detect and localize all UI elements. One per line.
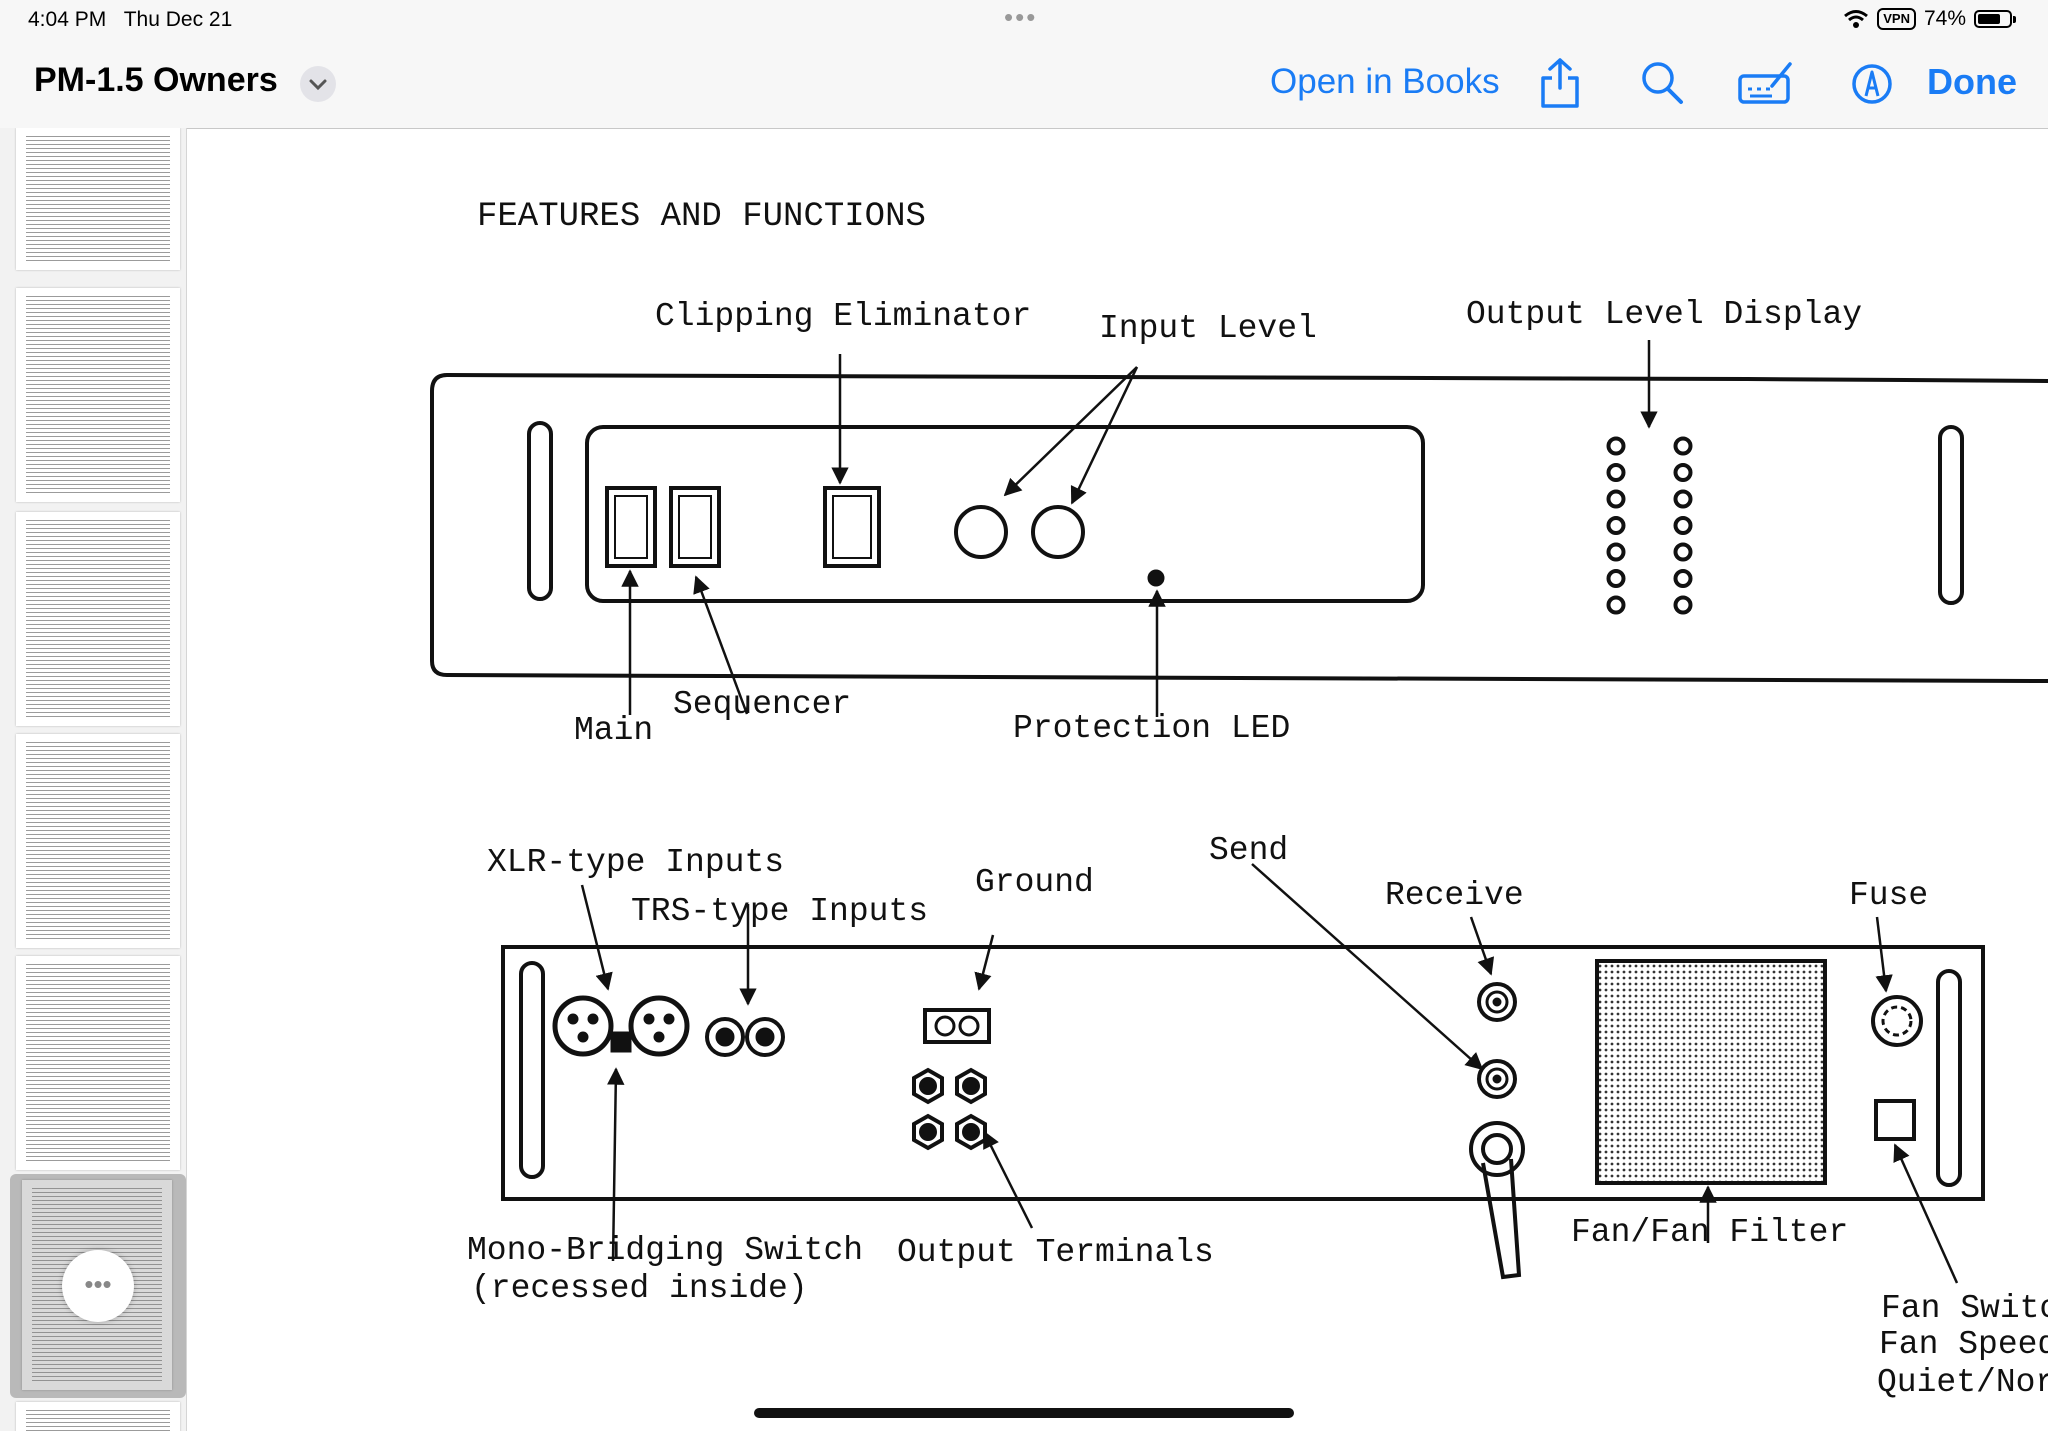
status-time: 4:04 PM Thu Dec 21 xyxy=(28,8,233,31)
label-fan-filter: Fan/Fan Filter xyxy=(1571,1214,1848,1251)
page-thumbnail-sidebar[interactable]: ••• xyxy=(0,128,187,1431)
status-bar: 4:04 PM Thu Dec 21 ••• VPN 74% xyxy=(0,0,2048,42)
output-level-led xyxy=(1673,542,1693,562)
battery-icon xyxy=(1974,10,2016,28)
output-level-led xyxy=(1673,436,1693,456)
more-options-button[interactable]: ••• xyxy=(62,1250,134,1322)
sequencer-switch xyxy=(669,486,721,568)
xlr-input-1 xyxy=(552,995,614,1057)
front-handle-left xyxy=(527,421,553,601)
power-cord xyxy=(1481,1158,1522,1280)
document-page[interactable]: FEATURES AND FUNCTIONS Clipping Eliminat… xyxy=(187,129,2048,1431)
label-mono-bridging-switch: Mono-Bridging Switch xyxy=(467,1232,863,1269)
rear-handle-left xyxy=(519,961,545,1179)
page-thumbnail[interactable] xyxy=(16,1402,180,1431)
label-sequencer: Sequencer xyxy=(673,686,851,723)
input-level-knob-1 xyxy=(954,505,1008,559)
battery-percent: 74% xyxy=(1923,7,1966,30)
label-fuse: Fuse xyxy=(1849,877,1928,914)
output-terminals xyxy=(912,1067,987,1151)
label-fan-speed: Fan Speed xyxy=(1879,1326,2048,1363)
output-level-led xyxy=(1606,516,1626,535)
label-ground: Ground xyxy=(975,864,1094,901)
search-icon[interactable] xyxy=(1640,56,1686,113)
label-receive: Receive xyxy=(1385,877,1524,914)
label-mono-bridging-recessed: (recessed inside) xyxy=(471,1270,808,1307)
label-input-level: Input Level xyxy=(1099,310,1317,347)
fan-filter-grille xyxy=(1595,959,1827,1185)
front-arrows xyxy=(621,340,1658,717)
markup-icon[interactable] xyxy=(1736,56,1794,113)
status-right: VPN 74% xyxy=(1843,7,2016,31)
label-trs-inputs: TRS-type Inputs xyxy=(631,893,928,930)
input-level-knob-2 xyxy=(1031,505,1085,559)
label-quiet-normal: Quiet/Nor xyxy=(1877,1364,2048,1401)
status-date: Thu Dec 21 xyxy=(123,8,233,31)
output-level-led xyxy=(1606,436,1626,456)
output-level-led xyxy=(1606,542,1626,562)
page-thumbnail[interactable] xyxy=(16,128,180,270)
done-button[interactable]: Done xyxy=(1927,61,2017,102)
document-title[interactable]: PM-1.5 Owners xyxy=(34,61,278,99)
label-clipping-eliminator: Clipping Eliminator xyxy=(655,298,1031,335)
vpn-badge: VPN xyxy=(1877,8,1916,30)
power-cord-strain-relief xyxy=(1469,1121,1525,1177)
output-level-led xyxy=(1673,489,1693,509)
open-in-books-button[interactable]: Open in Books xyxy=(1270,62,1500,101)
main-switch xyxy=(605,486,657,568)
page-thumbnail[interactable] xyxy=(16,734,180,948)
features-diagram: FEATURES AND FUNCTIONS Clipping Eliminat… xyxy=(430,198,2048,1401)
output-level-led xyxy=(1606,463,1626,482)
chevron-down-icon[interactable] xyxy=(300,66,336,102)
front-handle-right xyxy=(1938,425,1964,605)
label-output-terminals: Output Terminals xyxy=(897,1234,1214,1271)
annotate-icon[interactable] xyxy=(1850,56,1894,115)
page-thumbnail[interactable] xyxy=(16,512,180,726)
fan-switch xyxy=(1874,1099,1916,1141)
output-level-led xyxy=(1673,569,1693,588)
label-send: Send xyxy=(1209,832,1288,869)
label-xlr-inputs: XLR-type Inputs xyxy=(487,844,784,881)
share-icon[interactable] xyxy=(1538,56,1582,115)
output-level-led xyxy=(1606,569,1626,588)
receive-jack xyxy=(1477,982,1517,1022)
trs-input-1 xyxy=(705,1017,745,1057)
nav-bar: PM-1.5 Owners Open in Books Done xyxy=(0,42,2048,129)
control-recess xyxy=(585,425,1425,603)
page-thumbnail[interactable] xyxy=(16,288,180,502)
clipping-eliminator-switch xyxy=(823,486,881,568)
label-fan-switch: Fan Switc xyxy=(1881,1290,2048,1327)
output-level-led xyxy=(1673,595,1693,615)
label-main: Main xyxy=(574,712,653,749)
page-thumbnail[interactable] xyxy=(16,956,180,1170)
output-level-led xyxy=(1606,489,1626,509)
output-level-led xyxy=(1673,463,1693,482)
mono-bridging-switch xyxy=(610,1031,632,1053)
send-jack xyxy=(1477,1059,1517,1099)
front-panel xyxy=(430,372,2048,683)
output-level-led xyxy=(1673,516,1693,535)
fuse-holder xyxy=(1871,995,1923,1047)
output-level-led xyxy=(1606,595,1626,615)
wifi-icon xyxy=(1844,10,1869,28)
protection-led xyxy=(1147,569,1165,587)
multitasking-dots-icon[interactable]: ••• xyxy=(1004,2,1038,32)
page-heading: FEATURES AND FUNCTIONS xyxy=(477,198,926,236)
label-protection-led: Protection LED xyxy=(1013,710,1290,747)
home-indicator[interactable] xyxy=(754,1408,1294,1418)
rear-handle-right xyxy=(1936,969,1962,1187)
rear-arrows xyxy=(580,863,1959,1284)
xlr-input-2 xyxy=(628,995,690,1057)
label-output-level-display: Output Level Display xyxy=(1466,296,1862,333)
trs-input-2 xyxy=(745,1017,785,1057)
rear-panel xyxy=(501,945,1985,1280)
ground-terminal xyxy=(923,1008,991,1044)
